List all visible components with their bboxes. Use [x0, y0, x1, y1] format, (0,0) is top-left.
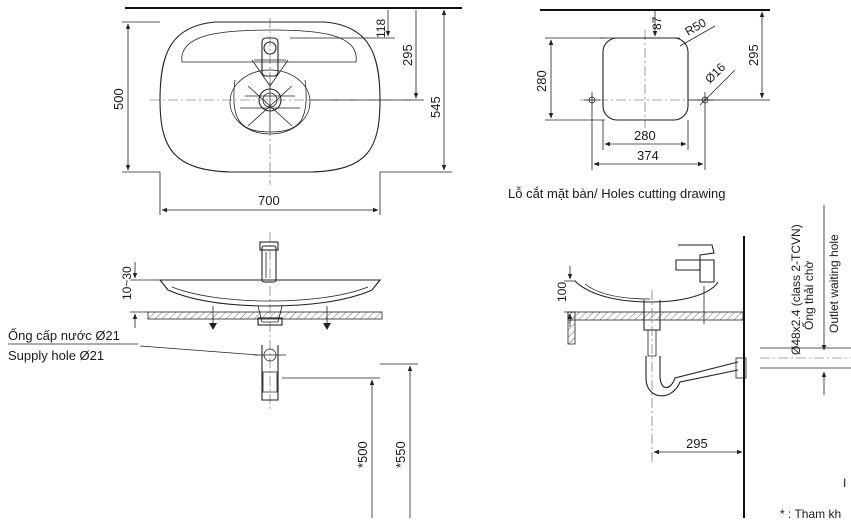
dim-height: 280 — [534, 70, 549, 92]
outlet-label-en: Outlet waiting hole — [827, 234, 841, 333]
dim-550: *550 — [393, 441, 408, 468]
side-tap-icon — [675, 244, 715, 324]
dim-mount: 10~30 — [120, 266, 134, 300]
dim-drain-offset: 295 — [400, 44, 415, 66]
top-view: 500 118 295 545 700 — [111, 7, 462, 215]
dim-side-height: 100 — [555, 282, 569, 302]
dim-right: 295 — [746, 44, 761, 66]
dim-hole: Ø16 — [702, 60, 728, 86]
cutout-view: 87 R50 Ø16 295 280 280 374 Lỗ cắt mặt bà… — [508, 9, 770, 201]
outlet-spec: Ø48x2.4 (class 2-TCVN) — [789, 224, 803, 355]
countertop-side — [567, 311, 744, 321]
cut-glyph: I — [843, 476, 846, 490]
dim-total: 545 — [428, 96, 443, 118]
footnote: * : Tham kh — [780, 507, 841, 521]
dim-top: 87 — [650, 16, 664, 30]
dim-cut-width: 280 — [634, 128, 656, 143]
side-view: 100 295 Ø48x2.4 (class 2-TCVN) Ống thải … — [555, 205, 851, 521]
dim-waste: 295 — [686, 436, 708, 451]
outlet-label-vi: Ống thải chờ — [801, 261, 816, 330]
cutout-shape — [602, 37, 689, 121]
cutout-caption: Lỗ cắt mặt bàn/ Holes cutting drawing — [508, 186, 726, 201]
basin-outline — [159, 21, 381, 173]
supply-label-vi: Ống cấp nước Ø21 — [8, 328, 120, 343]
supply-label-en: Supply hole Ø21 — [8, 348, 104, 363]
dim-tap-offset: 118 — [374, 19, 388, 38]
basin-rim — [181, 29, 357, 63]
dim-radius: R50 — [683, 15, 709, 38]
front-tap-icon — [259, 241, 279, 283]
front-view: Ống cấp nước Ø21 Supply hole Ø21 10~30 *… — [8, 232, 418, 518]
dim-width: 700 — [258, 193, 280, 208]
side-basin — [574, 280, 719, 303]
dim-500: *500 — [355, 441, 370, 468]
dim-overall: 374 — [637, 148, 659, 163]
countertop-front — [147, 311, 383, 320]
dim-depth: 500 — [111, 88, 126, 110]
